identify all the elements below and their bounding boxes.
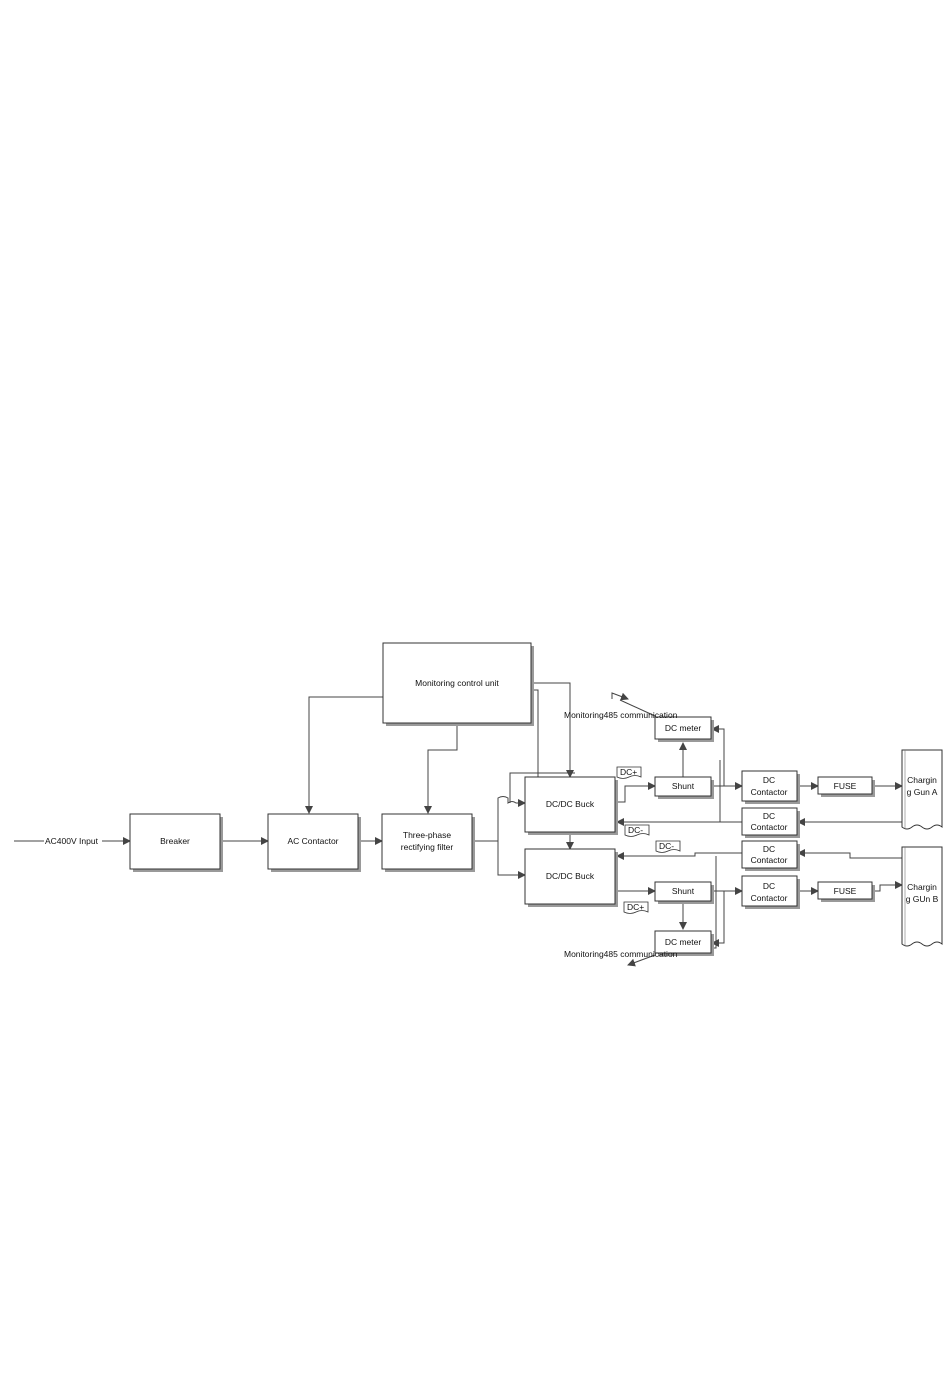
svg-text:Contactor: Contactor [751,822,788,832]
ac-contactor-label: AC Contactor [287,836,338,846]
svg-text:DC: DC [763,881,775,891]
svg-text:Contactor: Contactor [751,787,788,797]
buck-a-block: DC/DC Buck [524,776,618,835]
svg-text:Chargin: Chargin [907,775,937,785]
svg-text:DC-: DC- [659,841,674,851]
tag-dcminus-b: DC- [655,840,681,853]
meter-b-label: DC meter [665,937,702,947]
meter-a-block: DC meter [654,716,714,742]
dc-contactor-a-neg: DC Contactor [741,807,800,838]
ac-contactor-block: AC Contactor [267,813,361,872]
shunt-b-label: Shunt [672,886,695,896]
svg-text:FUSE: FUSE [834,886,857,896]
svg-text:Contactor: Contactor [751,855,788,865]
shunt-a-block: Shunt [654,776,714,799]
svg-text:FUSE: FUSE [834,781,857,791]
comm-b-label: Monitoring485 communication [564,949,678,959]
svg-text:g Gun A: g Gun A [907,787,938,797]
charging-gun-a: Chargin g Gun A [901,749,943,830]
rectifier-block: Three-phase rectifying filter [381,813,475,872]
meter-b-block: DC meter [654,930,714,956]
wire-comm-b-out [627,954,656,967]
svg-text:DC: DC [763,844,775,854]
rectifier-label-line1: Three-phase [403,830,451,840]
wire-gun-b-return [797,849,902,859]
wire-rectifier-to-buck-a [497,796,526,807]
fuse-b-block: FUSE [817,881,875,902]
breaker-label: Breaker [160,836,190,846]
wire-sense-to-meter-b [711,890,725,947]
dc-contactor-b-neg: DC Contactor [741,840,800,871]
meter-a-label: DC meter [665,723,702,733]
svg-text:DC: DC [763,775,775,785]
shunt-a-label: Shunt [672,781,695,791]
fuse-a-block: FUSE [817,776,875,797]
svg-text:g GUn B: g GUn B [906,894,939,904]
wire-monitor-to-ac-contactor [305,696,383,814]
monitoring-control-unit-block: Monitoring control unit [382,642,534,726]
charging-gun-b: Chargin g GUn B [901,846,943,947]
connection-wires [14,682,903,967]
tag-dcplus-b: DC+ [623,901,649,914]
shunt-b-block: Shunt [654,881,714,904]
wire-monitor-to-buck-a [531,682,574,778]
svg-text:DC-: DC- [628,825,643,835]
buck-b-label: DC/DC Buck [546,871,595,881]
input-label: AC400V Input [45,836,99,846]
svg-text:DC+: DC+ [620,767,637,777]
wire-monitor-to-rectifier [424,723,458,814]
tag-dcminus-a: DC- [624,824,650,837]
svg-text:DC+: DC+ [627,902,644,912]
comm-a-label: Monitoring485 communication [564,710,678,720]
buck-b-block: DC/DC Buck [524,848,618,907]
wire-contactor-to-buck-b-neg [616,852,742,860]
svg-text:Chargin: Chargin [907,882,937,892]
svg-text:DC: DC [763,811,775,821]
wire-rectifier-bus [473,802,499,842]
wire-buck-a-to-shunt-a [617,782,656,803]
svg-text:Contactor: Contactor [751,893,788,903]
monitoring-unit-label: Monitoring control unit [415,678,499,688]
wire-fuse-to-gun-b [872,881,903,892]
wire-rectifier-to-buck-b [497,841,526,879]
tag-dcplus-a: DC+ [616,766,642,779]
buck-a-label: DC/DC Buck [546,799,595,809]
wire-comm-a-out [611,692,629,701]
breaker-block: Breaker [129,813,223,872]
wire-buck-a-feedback [509,772,575,803]
dc-contactor-a-pos: DC Contactor [741,770,800,804]
wire-meter-a-comm [619,699,656,717]
rectifier-label-line2: rectifying filter [401,842,454,852]
dc-contactor-b-pos: DC Contactor [741,875,800,909]
